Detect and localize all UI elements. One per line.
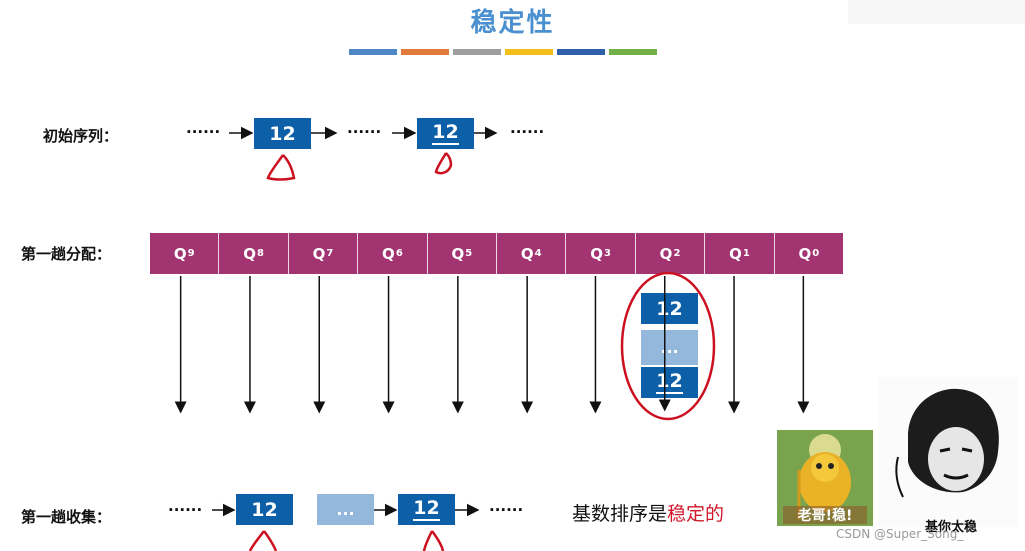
initial-dots-3: ······ — [510, 123, 544, 141]
initial-dots-2: ······ — [347, 123, 381, 141]
collect-dots-1: ······ — [168, 501, 202, 519]
meme-image-text: 老哥!稳! — [798, 507, 853, 524]
annotation-mark-5 — [424, 531, 432, 551]
initial-dots-1: ······ — [186, 123, 220, 141]
annotation-mark-1 — [268, 155, 294, 180]
meme-image-face — [878, 377, 1018, 527]
annotation-mark-4 — [264, 531, 276, 551]
annotation-ellipse — [622, 273, 714, 419]
meme-image-wenwen: 老哥!稳! — [777, 430, 873, 526]
collect-dots-2: ······ — [489, 501, 523, 519]
annotation-mark-6 — [432, 531, 443, 551]
queue-down-arrows — [181, 276, 804, 412]
watermark: CSDN @Super_Song_ — [836, 527, 963, 541]
annotation-mark-3 — [250, 531, 264, 551]
annotation-mark-2 — [436, 153, 451, 173]
